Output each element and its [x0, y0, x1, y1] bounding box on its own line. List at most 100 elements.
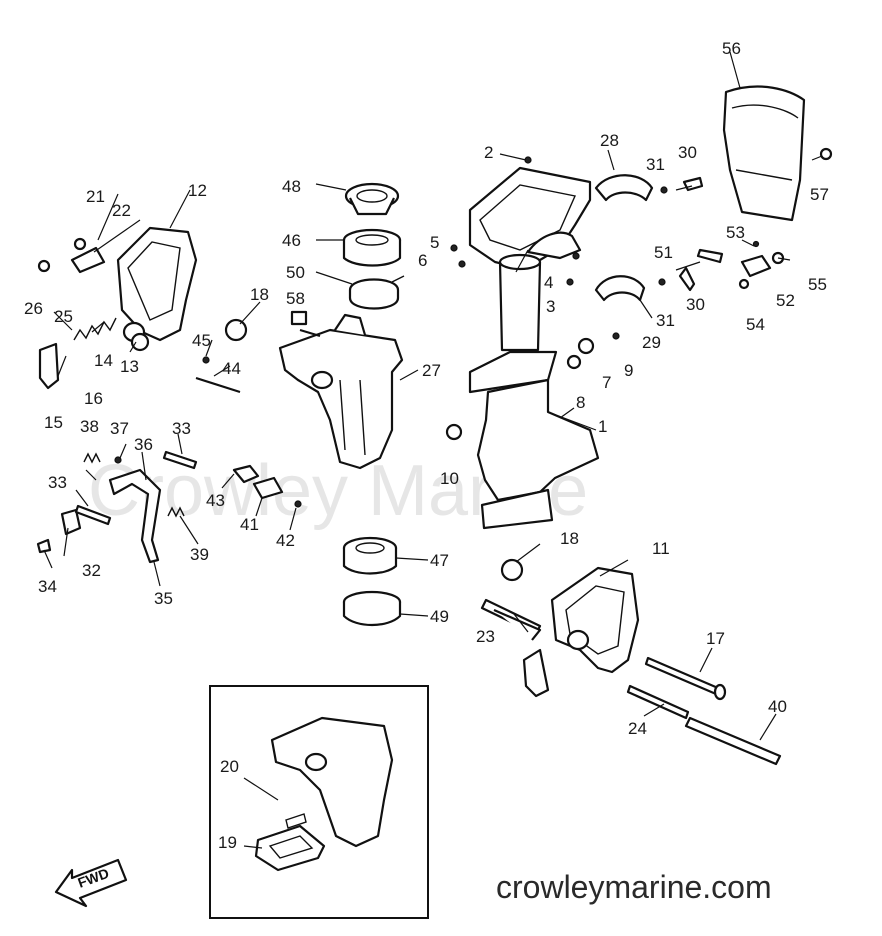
callout-4: 4: [544, 273, 553, 292]
callout-45: 45: [192, 331, 211, 350]
callout-48: 48: [282, 177, 301, 196]
callout-11: 11: [652, 539, 670, 558]
callout-19: 19: [218, 833, 237, 852]
callout-1: 1: [598, 417, 607, 436]
top-cover-ribs: [731, 104, 799, 181]
nut-37: [114, 456, 122, 464]
inset-bracket: [254, 716, 394, 872]
callout-5: 5: [430, 233, 439, 252]
callout-15: 15: [44, 413, 63, 432]
callout-9: 9: [624, 361, 633, 380]
callout-35: 35: [154, 589, 173, 608]
callout-51: 51: [654, 243, 673, 262]
callout-33-upper: 33: [172, 419, 191, 438]
plate-7: [577, 337, 595, 355]
callout-54: 54: [746, 315, 765, 334]
washer-31a: [660, 186, 668, 194]
nut-6: [458, 260, 466, 268]
callout-56: 56: [722, 39, 741, 58]
screw-34: [36, 538, 52, 554]
stopper-52: [740, 254, 772, 278]
callout-7: 7: [602, 373, 611, 392]
callout-17: 17: [706, 629, 725, 648]
callout-43: 43: [206, 491, 225, 510]
pin-45: [202, 356, 210, 364]
callout-18-lower: 18: [560, 529, 579, 548]
lever-spring: [167, 506, 185, 518]
callout-20: 20: [220, 757, 239, 776]
callout-33-lower: 33: [48, 473, 67, 492]
left-clamp-bracket: [116, 226, 198, 343]
callout-30-upper: 30: [678, 143, 697, 162]
inset-frame: [209, 685, 429, 919]
site-name: crowleymarine.com: [496, 869, 772, 905]
bolt-9: [612, 332, 620, 340]
bolt-3: [566, 278, 574, 286]
clamp-band: [348, 275, 405, 310]
callout-49: 49: [430, 607, 449, 626]
callout-53: 53: [726, 223, 745, 242]
plate-8: [566, 354, 582, 370]
upper-mount: [342, 228, 402, 267]
callout-41: 41: [240, 515, 259, 534]
holder-32: [60, 508, 82, 536]
callout-18-upper: 18: [250, 285, 269, 304]
lower-bushing: [342, 590, 402, 626]
washer-31b: [658, 278, 666, 286]
bushing-54: [738, 278, 750, 290]
callout-57: 57: [810, 185, 829, 204]
callout-13: 13: [120, 357, 139, 376]
link-43: [232, 464, 260, 484]
bolt-33b: [162, 450, 198, 470]
callout-36: 36: [134, 435, 153, 454]
callout-24: 24: [628, 719, 647, 738]
callout-58: 58: [286, 289, 305, 308]
callout-55: 55: [808, 275, 827, 294]
callout-25: 25: [54, 307, 73, 326]
callout-39: 39: [190, 545, 209, 564]
clamp-screw-handle-right: [522, 648, 550, 698]
callout-3: 3: [546, 297, 555, 316]
upper-rubber-mount: [594, 174, 654, 202]
callout-14: 14: [94, 351, 113, 370]
nut-57: [819, 147, 833, 161]
plate-22: [70, 246, 106, 274]
clip-42: [294, 500, 302, 508]
nut-4: [572, 252, 580, 260]
callout-44: 44: [222, 359, 241, 378]
upper-bushing: [344, 182, 400, 216]
bushing-18-lower: [500, 558, 524, 582]
callout-28: 28: [600, 131, 619, 150]
callout-6: 6: [418, 251, 427, 270]
callout-37: 37: [110, 419, 129, 438]
callout-32: 32: [82, 561, 101, 580]
callout-47: 47: [430, 551, 449, 570]
callout-22: 22: [112, 201, 131, 220]
callout-52: 52: [776, 291, 795, 310]
nut-53: [752, 240, 760, 248]
lower-rubber-mount: [594, 275, 646, 302]
nut-26: [37, 259, 51, 273]
callout-31-lower: 31: [656, 311, 675, 330]
callout-26: 26: [24, 299, 43, 318]
lower-mount: [342, 536, 398, 575]
bolt-23: [493, 608, 542, 641]
callout-23: 23: [476, 627, 495, 646]
callout-30-lower: 30: [686, 295, 705, 314]
bushing-18-upper: [224, 318, 248, 342]
callout-34: 34: [38, 577, 57, 596]
leader-lines: [43, 51, 823, 849]
callout-42: 42: [276, 531, 295, 550]
callout-50: 50: [286, 263, 305, 282]
callout-10: 10: [440, 469, 459, 488]
grease-nipple-10: [445, 423, 463, 441]
nut-21: [73, 237, 87, 251]
washer-5: [450, 244, 458, 252]
forward-arrow-icon: FWD: [54, 858, 128, 908]
lever-41: [252, 476, 284, 500]
clamp-screw-handle: [38, 342, 60, 390]
callout-27: 27: [422, 361, 441, 380]
bolt-58: [290, 310, 308, 326]
